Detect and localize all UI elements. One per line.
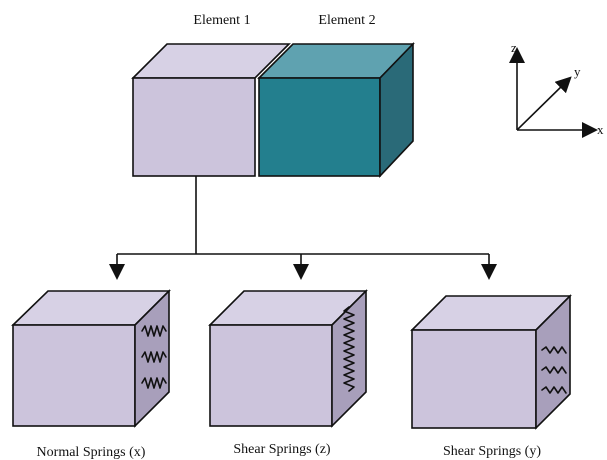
normal-springs-cube	[11, 289, 171, 428]
element-2-label: Element 2	[318, 13, 375, 28]
shear-springs-y-cube	[410, 294, 572, 430]
shear-spring-y-3	[541, 386, 567, 394]
normal-springs-label: Normal Springs (x)	[37, 445, 146, 460]
element-2-cube	[257, 42, 415, 179]
shear-springs-y-front-face	[411, 329, 537, 429]
z-axis-label: z	[511, 40, 517, 55]
shear-springs-z-label: Shear Springs (z)	[233, 442, 331, 457]
shear-springs-z-side-face	[331, 289, 367, 428]
element-1-front-face	[132, 77, 256, 177]
shear-spring-y-1	[541, 346, 567, 354]
shear-springs-z-front-face	[209, 324, 333, 427]
element-2-side-face	[379, 42, 414, 179]
x-axis-label: x	[597, 122, 604, 137]
normal-springs-side-face	[134, 289, 170, 428]
shear-spring-y-2	[541, 366, 567, 374]
shear-springs-z-cube	[208, 289, 368, 428]
normal-spring-1	[141, 325, 167, 337]
element-2-front-face	[258, 77, 381, 177]
shear-springs-y-side-face	[535, 294, 571, 430]
connector-tree	[109, 176, 497, 280]
element-1-label: Element 1	[193, 13, 250, 28]
shear-spring-z	[343, 306, 355, 392]
y-axis-label: y	[574, 64, 581, 79]
normal-springs-front-face	[12, 324, 136, 427]
element-1-cube	[131, 43, 291, 177]
normal-spring-2	[141, 351, 167, 363]
coordinate-axes: z y x	[509, 40, 604, 138]
y-axis-arrow	[516, 76, 572, 131]
normal-spring-3	[141, 377, 167, 389]
shear-springs-y-label: Shear Springs (y)	[443, 444, 541, 459]
